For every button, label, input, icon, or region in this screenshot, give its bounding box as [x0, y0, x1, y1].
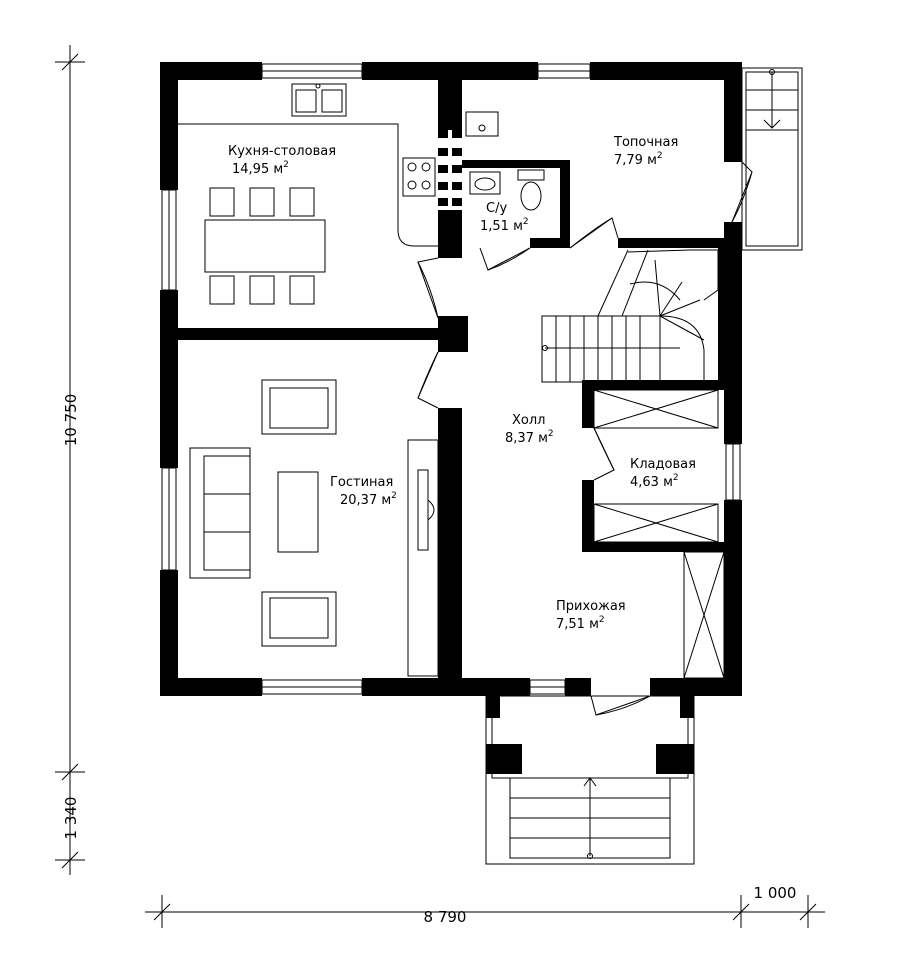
bathroom-fixtures	[465, 111, 545, 211]
svg-text:14,95 м2: 14,95 м2	[232, 160, 289, 177]
dim-height-main: 10 750	[62, 394, 80, 447]
room-label-wc: С/у 1,51 м2	[480, 201, 529, 234]
kitchen-furniture	[178, 83, 438, 305]
dim-height-porch: 1 340	[62, 797, 80, 840]
svg-text:Кухня-столовая: Кухня-столовая	[228, 144, 336, 159]
room-label-living: Гостиная 20,37 м2	[330, 475, 397, 508]
dim-width-main: 8 790	[424, 908, 467, 926]
room-label-kitchen: Кухня-столовая 14,95 м2	[228, 144, 336, 177]
inner-walls	[160, 80, 742, 684]
stairs	[541, 249, 719, 383]
exterior-stair	[741, 67, 803, 251]
living-furniture	[189, 379, 439, 677]
svg-text:7,79 м2: 7,79 м2	[614, 151, 663, 168]
svg-text:Холл: Холл	[512, 413, 545, 428]
svg-text:Кладовая: Кладовая	[630, 457, 696, 472]
porch	[485, 695, 695, 865]
svg-text:С/у: С/у	[486, 201, 507, 216]
svg-text:4,63 м2: 4,63 м2	[630, 473, 679, 490]
svg-text:Топочная: Топочная	[613, 135, 678, 150]
svg-text:20,37 м2: 20,37 м2	[340, 491, 397, 508]
room-label-storage: Кладовая 4,63 м2	[630, 457, 696, 490]
windows	[161, 63, 741, 695]
room-label-hall: Холл 8,37 м2	[505, 413, 554, 446]
doors	[417, 161, 753, 716]
storage-shelves	[593, 389, 725, 679]
svg-text:8,37 м2: 8,37 м2	[505, 429, 554, 446]
room-label-entrance: Прихожая 7,51 м2	[556, 599, 626, 632]
svg-text:1,51 м2: 1,51 м2	[480, 217, 529, 234]
dimension-lines	[55, 45, 825, 928]
svg-text:Прихожая: Прихожая	[556, 599, 626, 614]
room-label-furnace: Топочная 7,79 м2	[613, 135, 678, 168]
dim-width-ext: 1 000	[754, 884, 797, 902]
svg-text:7,51 м2: 7,51 м2	[556, 615, 605, 632]
svg-text:Гостиная: Гостиная	[330, 475, 393, 490]
